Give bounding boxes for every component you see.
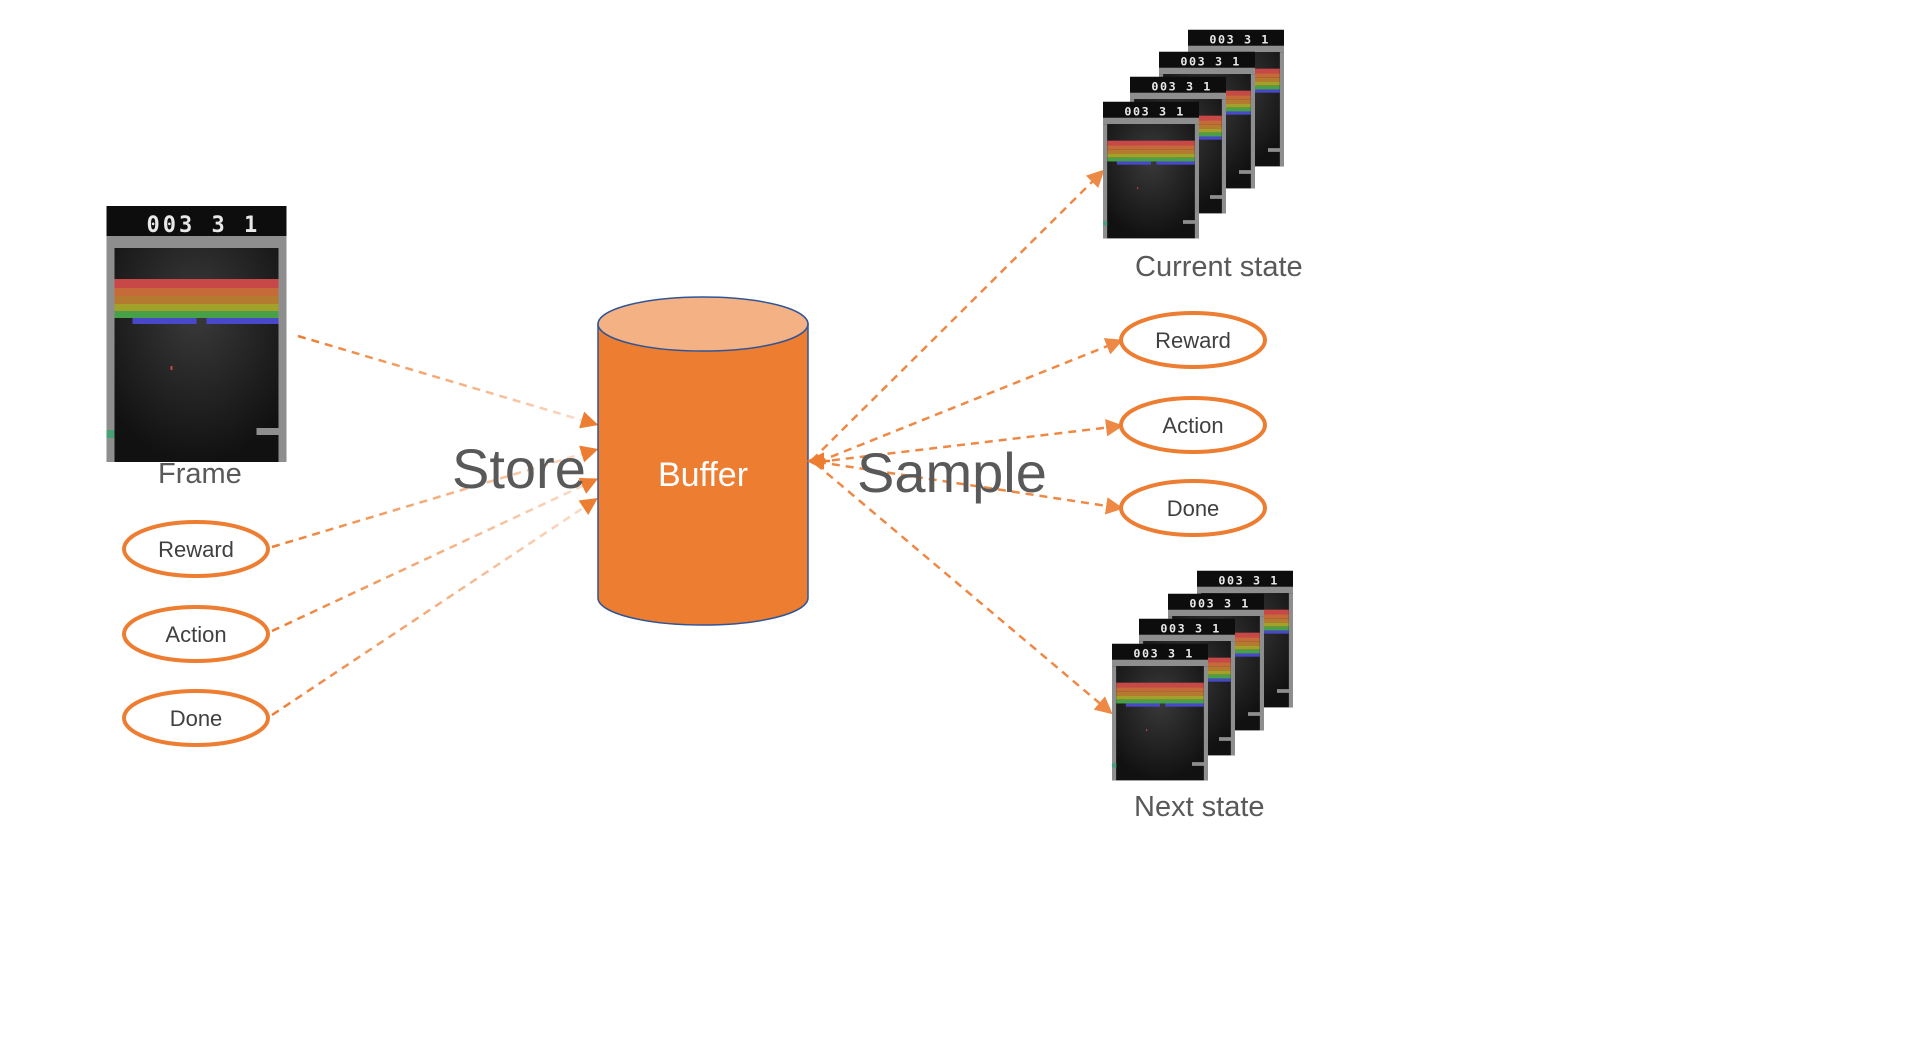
frame-image	[106, 206, 287, 462]
buffer-label: Buffer	[657, 456, 749, 494]
sample-arrow-reward	[817, 338, 1124, 464]
store-arrow-action	[271, 478, 599, 633]
frame-label: Frame	[158, 458, 242, 490]
left-reward-oval	[122, 520, 270, 578]
right-done-oval	[1119, 479, 1267, 537]
right-action-text: Action	[1162, 413, 1224, 438]
store-arrow-done	[271, 498, 598, 717]
buffer-cylinder	[597, 296, 809, 626]
right-reward-text: Reward	[1155, 328, 1231, 353]
next-state-stack	[1112, 570, 1293, 781]
store-arrow-frame	[297, 334, 599, 429]
left-done-oval	[122, 689, 270, 747]
sample-label: Sample	[857, 441, 1047, 504]
right-done-text: Done	[1166, 496, 1220, 521]
left-action-text: Action	[165, 622, 227, 647]
current-state-stack	[1103, 29, 1284, 239]
left-reward-text: Reward	[158, 537, 234, 562]
sample-arrow-done	[817, 460, 1124, 515]
sample-arrow-current-state	[811, 169, 1105, 461]
current-state-label: Current state	[1135, 251, 1303, 283]
next-state-label: Next state	[1134, 791, 1265, 823]
left-done-text: Done	[169, 706, 223, 731]
right-reward-oval	[1119, 311, 1267, 369]
store-arrow-reward	[271, 445, 599, 549]
sample-arrow-action	[817, 418, 1124, 464]
store-label: Store	[452, 437, 586, 500]
left-action-oval	[122, 605, 270, 663]
right-action-oval	[1119, 396, 1267, 454]
